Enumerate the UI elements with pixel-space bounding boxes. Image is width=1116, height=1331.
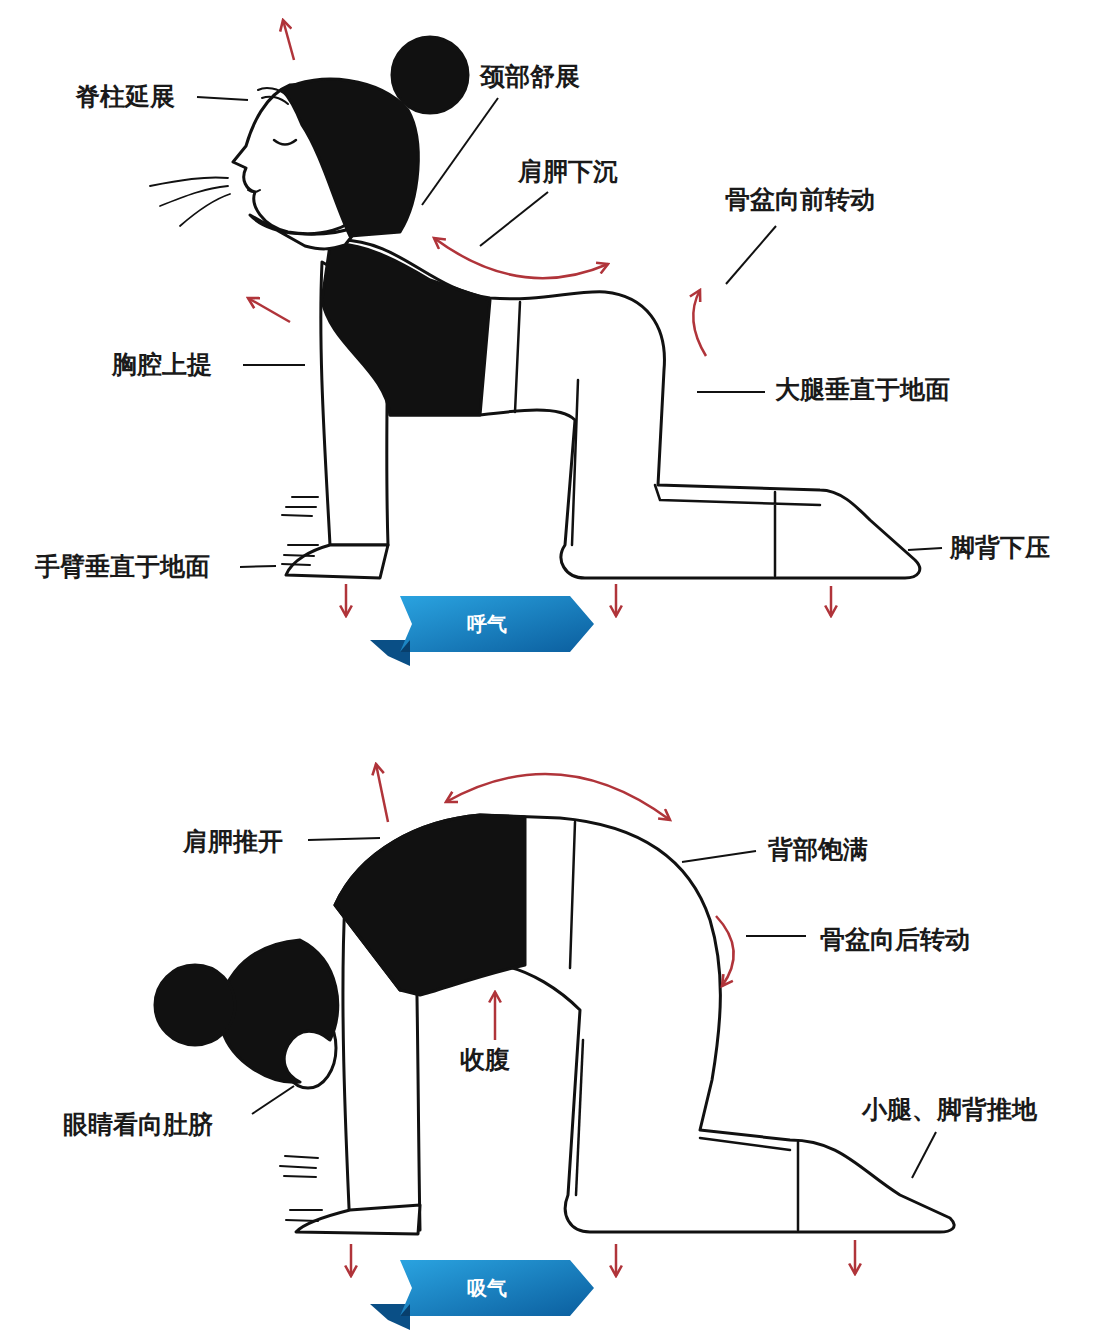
- direction-arrow: [716, 916, 734, 986]
- hair-bun: [155, 965, 235, 1045]
- callout-label: 小腿、脚背推地: [862, 1095, 1037, 1125]
- fingers: [282, 497, 318, 565]
- ribbon-shadow: [400, 1304, 410, 1316]
- leader-line: [422, 98, 498, 205]
- direction-arrow: [345, 584, 348, 616]
- leader-line: [252, 1086, 294, 1114]
- leader-line: [746, 935, 806, 937]
- leader-line: [726, 226, 776, 284]
- banner-text-box: 吸气: [404, 1260, 570, 1316]
- leg-lines: [700, 1138, 798, 1230]
- callout-label: 眼睛看向肚脐: [63, 1110, 213, 1140]
- ribbon-body: [400, 1260, 594, 1316]
- direction-arrow: [283, 20, 294, 60]
- ribbon-body: [400, 596, 594, 652]
- leader-line: [308, 838, 380, 840]
- direction-arrow: [615, 584, 618, 616]
- direction-arrow: [494, 992, 497, 1040]
- hair: [220, 940, 338, 1082]
- hair: [282, 79, 418, 236]
- callout-label: 骨盆向后转动: [820, 925, 970, 955]
- leader-line: [240, 566, 276, 567]
- leader-line: [197, 97, 248, 100]
- breath-banner: 呼气: [370, 594, 596, 666]
- cat-figure: [155, 815, 954, 1234]
- direction-arrow: [376, 764, 388, 822]
- direction-arrow: [615, 1244, 618, 1276]
- direction-arrow: [350, 1244, 353, 1276]
- direction-arrow: [693, 290, 706, 356]
- leader-line: [480, 192, 548, 246]
- leader-line: [243, 364, 305, 366]
- direction-arrow: [434, 238, 608, 278]
- far-leg-line: [576, 1040, 583, 1195]
- breath-banner: 吸气: [370, 1258, 596, 1330]
- top-arrows: [248, 20, 831, 616]
- callout-label: 胸腔上提: [112, 350, 212, 380]
- top-leaders: [197, 97, 942, 567]
- hair-bun: [392, 37, 468, 113]
- body: [335, 815, 954, 1232]
- direction-arrow: [830, 586, 833, 616]
- cow-figure: [150, 37, 920, 578]
- banner-text: 吸气: [467, 1275, 507, 1302]
- direction-arrow: [446, 774, 670, 820]
- mouth: [248, 190, 260, 192]
- callout-label: 大腿垂直于地面: [775, 375, 950, 405]
- breath-lines: [150, 177, 230, 226]
- callout-label: 骨盆向前转动: [725, 185, 875, 215]
- callout-label: 收腹: [460, 1045, 510, 1075]
- leader-line: [682, 851, 756, 862]
- hand: [286, 545, 388, 578]
- callout-label: 脊柱延展: [75, 82, 175, 112]
- closed-eye: [274, 140, 296, 145]
- banner-text-box: 呼气: [404, 596, 570, 652]
- bottom-leaders: [252, 838, 936, 1178]
- callout-label: 手臂垂直于地面: [35, 552, 210, 582]
- direction-arrow: [854, 1240, 857, 1274]
- crop-top: [322, 244, 490, 415]
- leader-line: [912, 1132, 936, 1178]
- callout-label: 颈部舒展: [480, 62, 580, 92]
- fingers: [280, 1156, 322, 1221]
- callout-label: 肩胛推开: [183, 827, 283, 857]
- callout-label: 脚背下压: [950, 533, 1050, 563]
- hair-strands: [258, 88, 288, 104]
- leader-line: [908, 548, 942, 550]
- far-leg-line: [572, 380, 578, 545]
- leg-lines: [655, 485, 820, 576]
- leader-line: [697, 391, 765, 393]
- direction-arrow: [248, 298, 290, 322]
- shorts-band: [515, 302, 520, 412]
- callout-label: 背部饱满: [768, 835, 868, 865]
- banner-text: 呼气: [467, 611, 507, 638]
- ribbon-shadow: [400, 640, 410, 652]
- shorts-band: [570, 822, 575, 968]
- crop-top: [335, 815, 525, 995]
- callout-label: 肩胛下沉: [518, 157, 618, 187]
